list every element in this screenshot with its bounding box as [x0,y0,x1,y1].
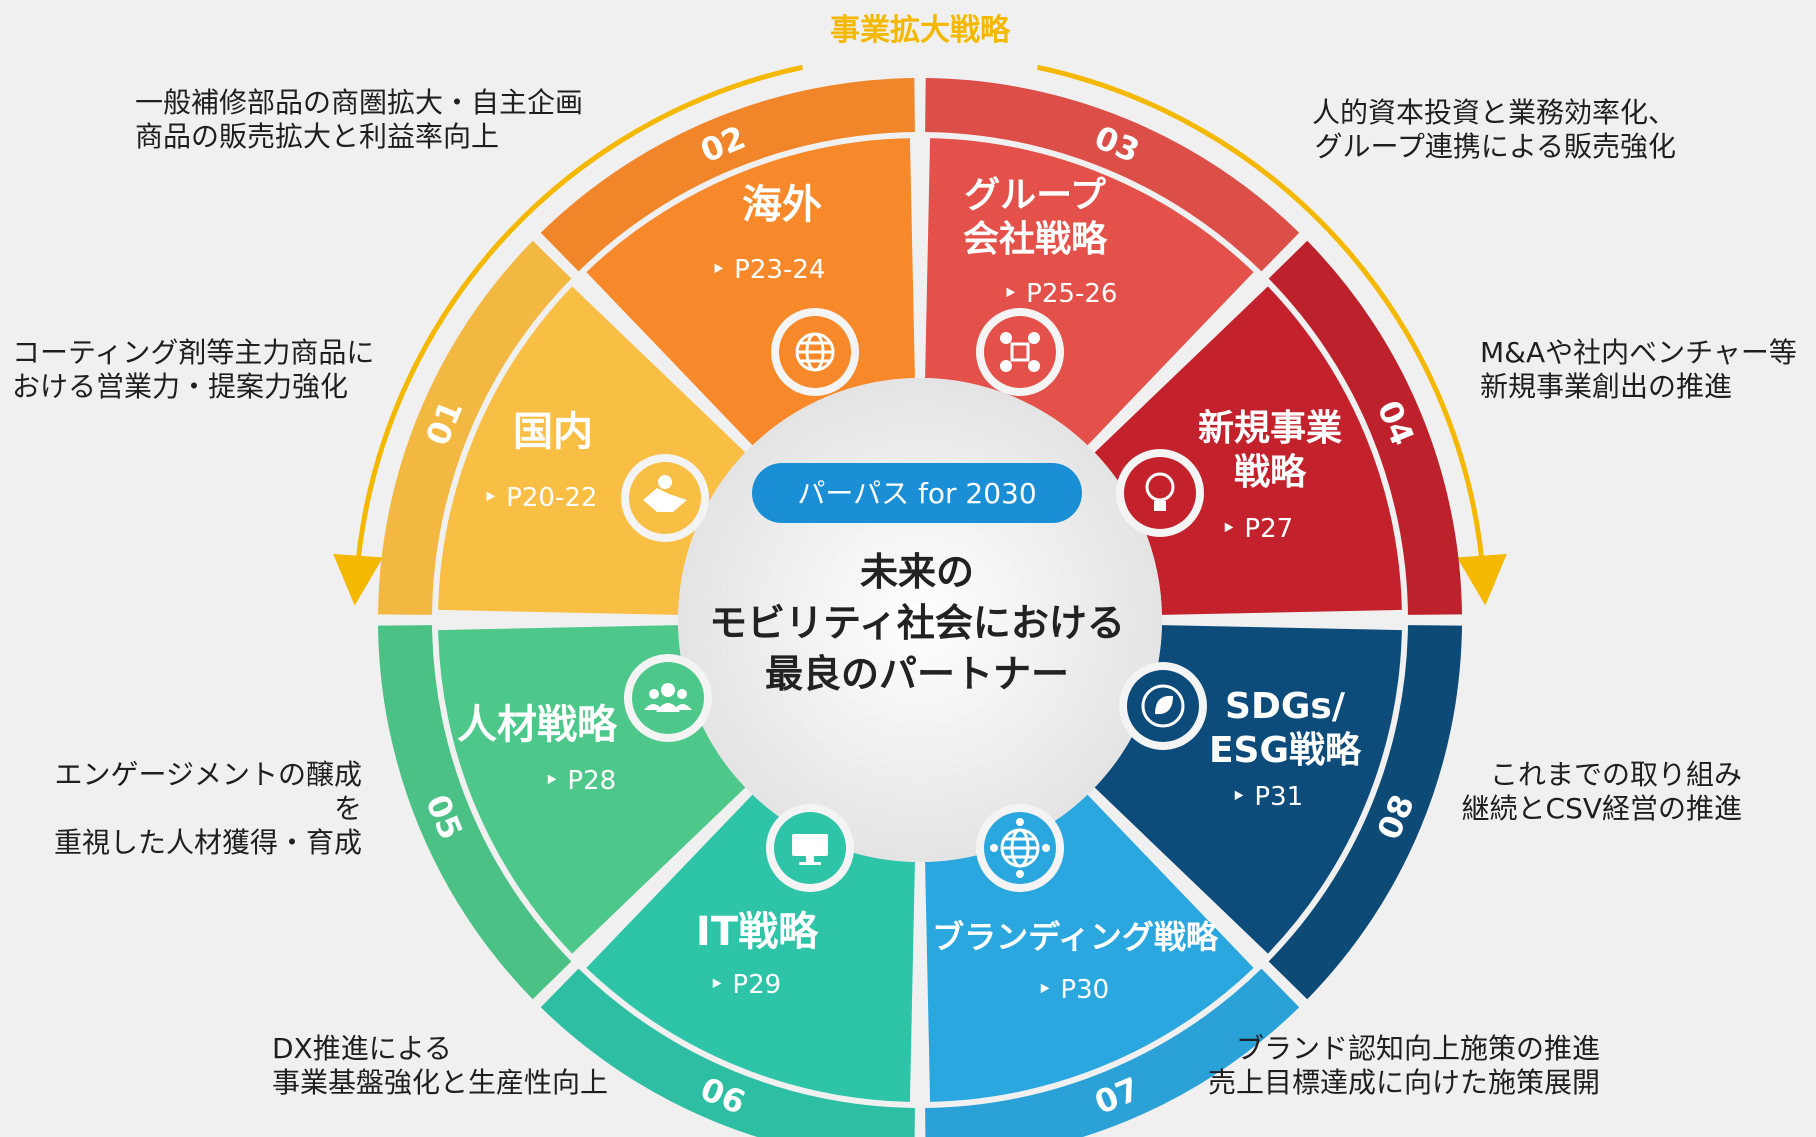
monitor-icon [766,804,854,892]
page-link-02[interactable]: ‣ P23-24 [711,255,826,285]
segment-title-02: 海外 [742,182,822,228]
center-line-3: 最良のパートナー [765,652,1069,696]
leaf-cycle-icon [1119,662,1207,750]
page-link-07[interactable]: ‣ P30 [1037,975,1109,1005]
globe-icon [771,308,859,396]
arc-title: 事業拡大戦略 [830,13,1011,48]
description-06: DX推進による 事業基盤強化と生産性向上 [272,1032,609,1099]
segment-title-03-line2: 会社戦略 [963,219,1108,260]
lightbulb-icon [1116,449,1204,537]
page-link-05[interactable]: ‣ P28 [544,766,616,796]
segment-title-08-line2: ESG戦略 [1209,730,1362,771]
center-line-1: 未来の [860,550,974,594]
top-arc-arrows [333,64,1507,606]
ring-segment-04 [1268,240,1462,615]
globe-network-icon [976,804,1064,892]
arc-arrow-left [333,64,804,606]
ring-segment-08 [1268,625,1462,1000]
segment-title-01: 国内 [513,409,593,455]
page-link-06[interactable]: ‣ P29 [709,970,781,1000]
network-people-icon [976,308,1064,396]
people-group-icon [624,654,712,742]
purpose-badge-label: パーパス for 2030 [797,477,1036,510]
arc-arrow-right [1036,64,1507,606]
ring-segment-02 [540,78,915,272]
page-link-08[interactable]: ‣ P31 [1231,782,1303,812]
segment-title-05: 人材戦略 [457,702,618,748]
ring-segment-03 [925,78,1300,272]
ring-segment-06 [540,968,915,1137]
description-07: ブランド認知向上施策の推進 売上目標達成に向けた施策展開 [1207,1032,1600,1099]
segment-title-07: ブランディング戦略 [932,918,1219,956]
segment-title-04-line2: 戦略 [1234,452,1307,493]
segment-title-08: SDGs/ [1225,686,1346,727]
page-link-01[interactable]: ‣ P20-22 [483,483,598,513]
outer-ring [378,78,1462,1137]
page-link-03[interactable]: ‣ P25-26 [1003,279,1118,309]
segment-title-03: グループ [964,175,1106,216]
ring-segment-05 [378,625,572,1000]
description-04: M&Aや社内ベンチャー等 新規事業創出の推進 [1480,336,1797,403]
center-line-2: モビリティ社会における [709,601,1125,645]
segment-title-04: 新規事業 [1198,408,1342,449]
purpose-badge [752,463,1082,523]
description-08: これまでの取り組み 継続とCSV経営の推進 [1461,758,1742,825]
ring-segment-01 [378,240,572,615]
handshake-icon [621,454,709,542]
page-link-04[interactable]: ‣ P27 [1221,514,1293,544]
description-03: 人的資本投資と業務効率化、 グループ連携による販売強化 [1311,96,1676,163]
description-05: エンゲージメントの醸成を 重視した人材獲得・育成 [53,758,362,859]
description-01: コーティング剤等主力商品に おける営業力・提案力強化 [12,336,375,403]
description-02: 一般補修部品の商圏拡大・自主企画 商品の販売拡大と利益率向上 [135,86,584,153]
segment-icons [621,308,1207,892]
segment-title-06: IT戦略 [696,909,819,955]
ring-segment-07 [925,968,1300,1137]
